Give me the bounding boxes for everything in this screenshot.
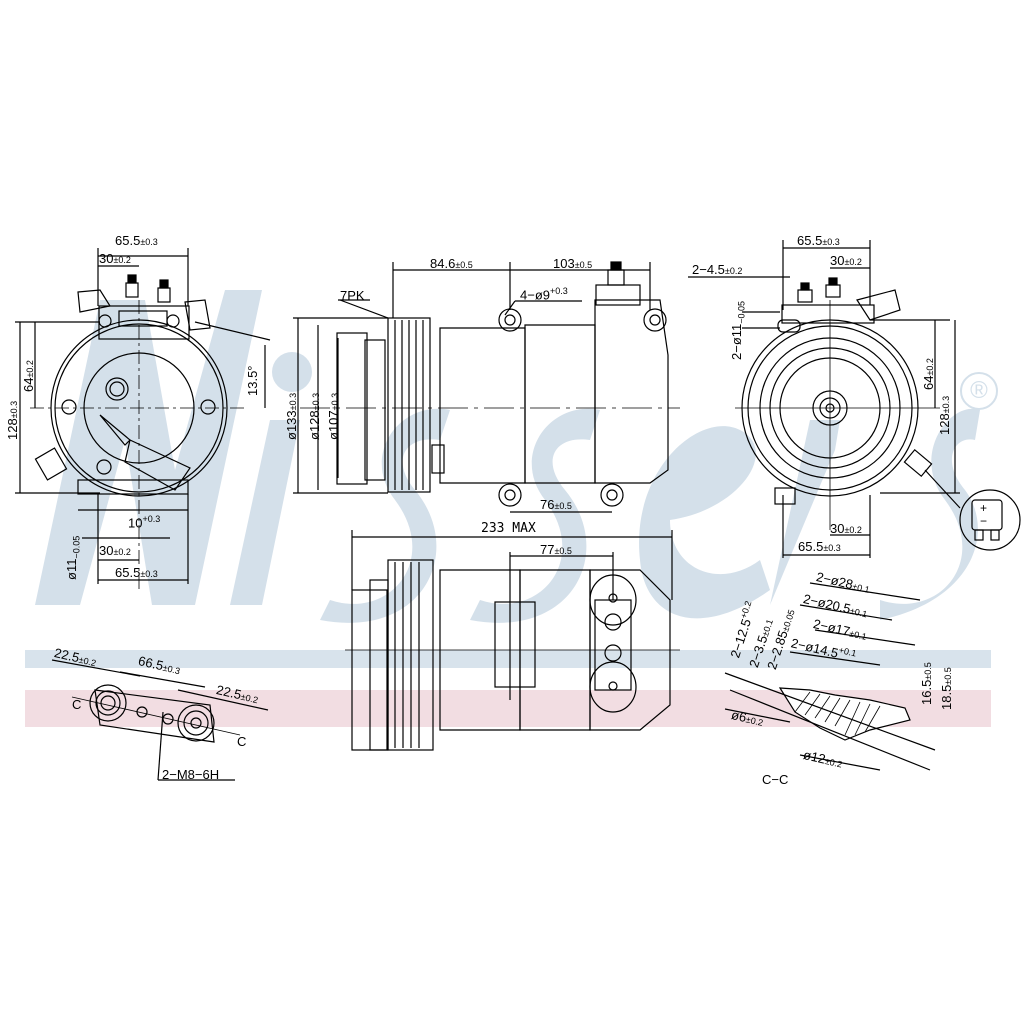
port-offset-label: 77±0.5	[540, 542, 572, 557]
connector-plus-pin: +	[980, 501, 988, 515]
front-left-top-width-label: 65.5±0.3	[115, 233, 158, 248]
rear-right-hole-dia-label: 2−ø11−0.05	[729, 300, 747, 360]
front-left-angle-label: 13.5°	[245, 365, 260, 396]
rear-right-top-width-label: 65.5±0.3	[797, 233, 840, 248]
pulley-7pk-label: 7PK	[340, 288, 365, 303]
section-cc-title: C−C	[762, 772, 789, 787]
front-left-bottom-port-label: 30±0.2	[99, 543, 131, 558]
watermark-band-blue	[25, 650, 991, 668]
connector-minus-pin: −	[980, 514, 988, 528]
side-top-mount-span-label: 103±0.5	[553, 256, 593, 271]
side-top-pulley-to-mount-label: 84.6±0.5	[430, 256, 473, 271]
port-plate-view	[51, 659, 269, 781]
front-left-height-half-label: 64±0.2	[21, 360, 36, 392]
side-view-bottom	[345, 530, 680, 751]
side-top-dia-inner-label: ø107±0.3	[326, 392, 341, 440]
front-left-slot-label: 10+0.3	[128, 514, 161, 531]
side-top-dia-outer-label: ø133±0.3	[284, 392, 299, 440]
side-top-mount-holes-label: 4−ø9+0.3	[520, 286, 568, 303]
front-left-hole-dia-label: ø11−0.05	[64, 535, 82, 580]
section-mark-left: C	[72, 697, 82, 712]
front-view-left	[15, 248, 271, 590]
rear-view-right	[688, 240, 1021, 558]
registered-mark: ®	[960, 372, 998, 410]
side-top-lower-mount-label: 76±0.5	[540, 497, 572, 512]
rear-right-bottom-port-label: 30±0.2	[830, 521, 862, 536]
section-dim-h: 16.5±0.5	[919, 662, 934, 705]
section-mark-right: C	[237, 734, 247, 749]
overall-length-label: 233 MAX	[481, 521, 536, 536]
rear-right-bottom-width-label: 65.5±0.3	[798, 539, 841, 554]
section-cc	[724, 582, 936, 771]
side-view-top	[293, 261, 680, 513]
front-left-height-total-label: 128±0.3	[5, 400, 20, 440]
rear-right-height-total-label: 128±0.3	[937, 395, 952, 435]
front-left-bottom-width-label: 65.5±0.3	[115, 565, 158, 580]
rear-right-slot-label: 2−4.5±0.2	[692, 262, 743, 277]
thread-callout-label: 2−M8−6H	[162, 767, 220, 782]
section-dim-i: 18.5±0.5	[939, 667, 954, 710]
rear-right-top-port-label: 30±0.2	[830, 253, 862, 268]
front-left-top-port-label: 30±0.2	[99, 251, 131, 266]
rear-right-height-half-label: 64±0.2	[921, 358, 936, 390]
side-top-dia-pulley-label: ø128±0.3	[307, 392, 322, 440]
